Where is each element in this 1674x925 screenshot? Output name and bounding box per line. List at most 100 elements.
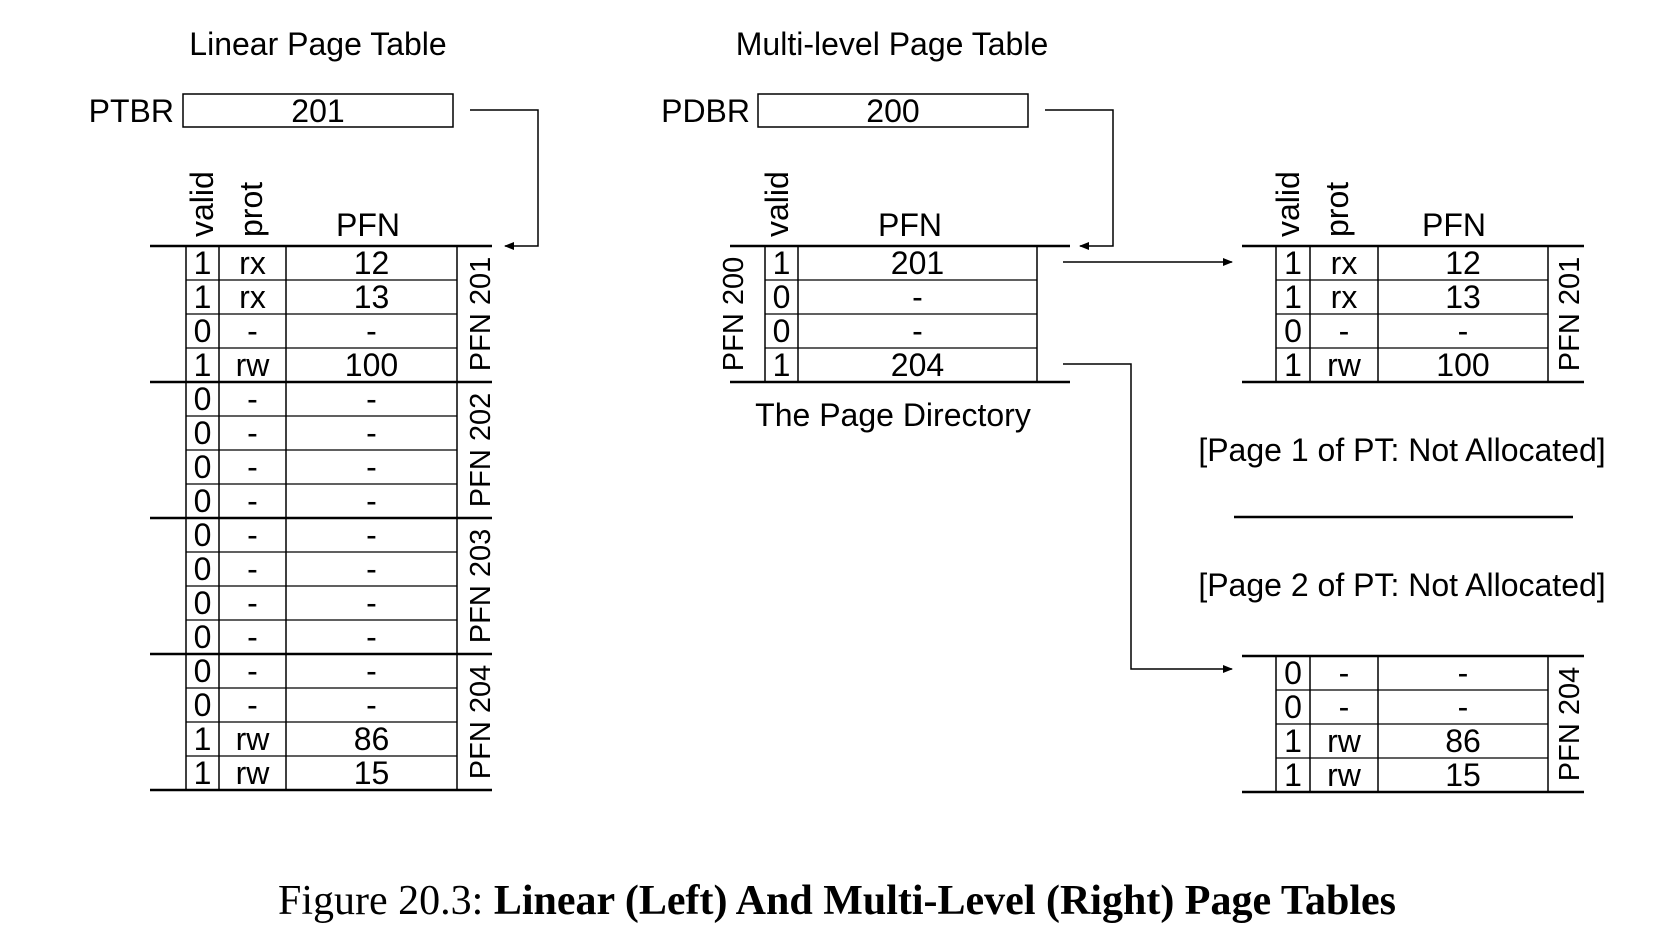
- pfn-cell: 15: [354, 755, 390, 791]
- prot-cell: -: [247, 313, 258, 349]
- pfn-cell: 13: [1445, 279, 1481, 315]
- prot-cell: -: [247, 551, 258, 587]
- valid-cell: 0: [194, 483, 212, 519]
- pfn-cell: -: [1458, 313, 1469, 349]
- prot-cell: rx: [1331, 279, 1358, 315]
- pde-3-pointer-arrow: [1063, 363, 1233, 673]
- ptbr-pointer-arrow: [470, 109, 539, 250]
- valid-cell: 0: [194, 313, 212, 349]
- prot-cell: rw: [236, 755, 271, 791]
- pfn-cell: -: [366, 653, 377, 689]
- pfn-cell: 86: [1445, 723, 1481, 759]
- prot-cell: -: [247, 619, 258, 655]
- prot-cell: rw: [236, 347, 271, 383]
- pt-col-valid: valid: [1270, 171, 1306, 237]
- prot-cell: -: [247, 415, 258, 451]
- table-row: 0--: [194, 381, 377, 417]
- valid-cell: 0: [194, 619, 212, 655]
- prot-cell: rw: [236, 721, 271, 757]
- valid-cell: 1: [194, 721, 212, 757]
- prot-cell: -: [1339, 313, 1350, 349]
- pfn-cell: -: [366, 313, 377, 349]
- pfn-cell: -: [366, 619, 377, 655]
- linear-col-valid: valid: [184, 171, 220, 237]
- valid-cell: 1: [194, 279, 212, 315]
- pdbr-register: [757, 93, 1029, 128]
- table-row: 0--: [194, 313, 377, 349]
- pfn-cell: -: [912, 279, 923, 315]
- pfn-cell: 100: [345, 347, 398, 383]
- multilevel-page-table: Multi-level Page Table PDBR 200 valid PF…: [661, 26, 1606, 794]
- pfn-cell: -: [366, 687, 377, 723]
- prot-cell: -: [1339, 655, 1350, 691]
- page-frame-label: PFN 201: [465, 257, 497, 371]
- table-row: 0--: [194, 449, 377, 485]
- valid-cell: 0: [1284, 655, 1302, 691]
- pdbr-pointer-arrow: [1045, 109, 1114, 250]
- prot-cell: -: [247, 381, 258, 417]
- prot-cell: -: [247, 483, 258, 519]
- table-row: 0--: [194, 619, 377, 655]
- pfn-cell: 204: [891, 347, 944, 383]
- pfn-cell: 12: [1445, 245, 1481, 281]
- prot-cell: -: [247, 517, 258, 553]
- linear-page: 0--0--0--0--PFN 202: [150, 380, 497, 519]
- pfn-cell: -: [366, 415, 377, 451]
- valid-cell: 0: [194, 585, 212, 621]
- pt-page-2-not-allocated: [Page 2 of PT: Not Allocated]: [1198, 567, 1605, 603]
- directory-col-valid: valid: [759, 171, 795, 237]
- linear-col-pfn: PFN: [336, 207, 400, 243]
- table-row: 0--: [1284, 689, 1468, 725]
- table-row: 0--: [194, 653, 377, 689]
- valid-cell: 1: [773, 245, 791, 281]
- page-frame-label: PFN 204: [465, 665, 497, 779]
- page-frame-label: PFN 204: [1554, 667, 1586, 781]
- pt-col-prot: prot: [1319, 182, 1355, 237]
- prot-cell: -: [247, 653, 258, 689]
- pfn-cell: -: [366, 449, 377, 485]
- pfn-cell: 100: [1436, 347, 1489, 383]
- prot-cell: rw: [1327, 723, 1362, 759]
- directory-row: 0-: [773, 313, 923, 349]
- ptbr-label: PTBR: [89, 93, 174, 129]
- page-frame-label: PFN 202: [465, 393, 497, 507]
- valid-cell: 1: [1284, 245, 1302, 281]
- pfn-cell: -: [366, 381, 377, 417]
- pfn-cell: -: [366, 517, 377, 553]
- pt-page-1-not-allocated: [Page 1 of PT: Not Allocated]: [1198, 432, 1605, 468]
- pfn-cell: 13: [354, 279, 390, 315]
- linear-page: 0--0--0--0--PFN 203: [150, 516, 497, 655]
- table-row: 0--: [194, 483, 377, 519]
- pfn-cell: -: [1458, 655, 1469, 691]
- pfn-cell: -: [1458, 689, 1469, 725]
- valid-cell: 0: [194, 381, 212, 417]
- table-row: 0 - -: [1284, 655, 1468, 691]
- prot-cell: rw: [1327, 757, 1362, 793]
- table-row: 0--: [194, 415, 377, 451]
- table-row: 0--: [194, 687, 377, 723]
- caption-prefix: Figure 20.3:: [278, 878, 494, 924]
- ptbr-value: 201: [291, 93, 344, 129]
- valid-cell: 0: [1284, 313, 1302, 349]
- page-frame-label: PFN 203: [465, 529, 497, 643]
- directory-row: 0-: [773, 279, 923, 315]
- pfn-cell: 15: [1445, 757, 1481, 793]
- page-frame-label: PFN 201: [1554, 257, 1586, 371]
